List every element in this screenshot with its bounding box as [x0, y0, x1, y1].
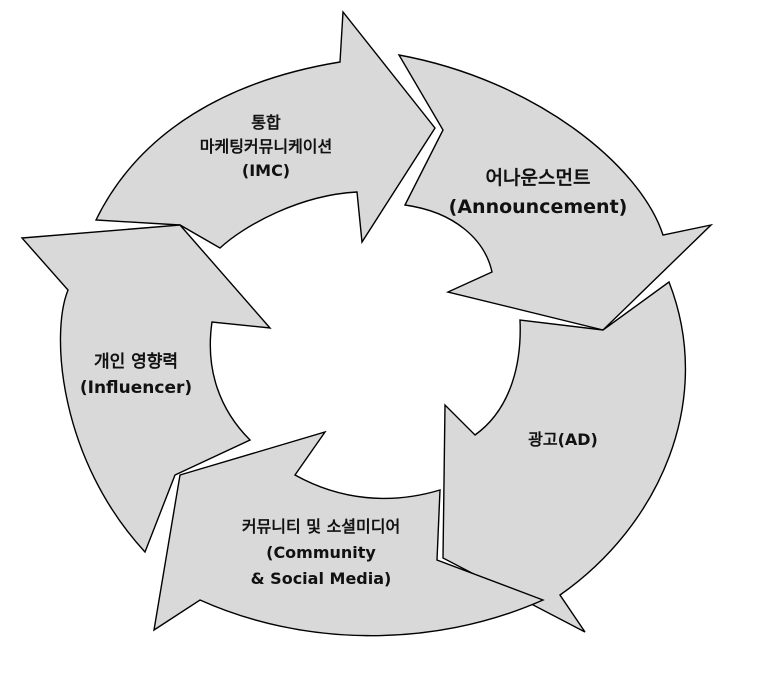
- arrow-ad: [442, 280, 687, 633]
- arrow-announcement: [397, 54, 714, 331]
- label-announcement-line-2: (Announcement): [449, 196, 628, 218]
- arrow-influencer: [20, 224, 272, 554]
- label-announcement: 어나운스먼트 (Announcement): [449, 167, 628, 218]
- label-imc-line-3: (IMC): [242, 161, 290, 180]
- label-imc-line-2: 마케팅커뮤니케이션: [200, 137, 332, 156]
- label-imc: 통합 마케팅커뮤니케이션 (IMC): [200, 113, 332, 180]
- label-community-line-2: (Community: [266, 543, 376, 562]
- label-imc-line-1: 통합: [251, 113, 281, 132]
- label-ad: 광고(AD): [528, 430, 598, 449]
- arrow-community: [153, 430, 545, 637]
- arrow-imc: [94, 10, 436, 249]
- label-influencer-line-1: 개인 영향력: [94, 351, 178, 372]
- label-community-line-3: & Social Media): [251, 569, 392, 588]
- label-influencer-line-2: (Influencer): [80, 378, 192, 398]
- label-announcement-line-1: 어나운스먼트: [486, 167, 591, 189]
- label-influencer: 개인 영향력 (Influencer): [80, 351, 192, 398]
- label-ad-line-1: 광고(AD): [528, 430, 598, 449]
- label-community: 커뮤니티 및 소셜미디어 (Community & Social Media): [242, 517, 400, 588]
- label-community-line-1: 커뮤니티 및 소셜미디어: [242, 517, 400, 536]
